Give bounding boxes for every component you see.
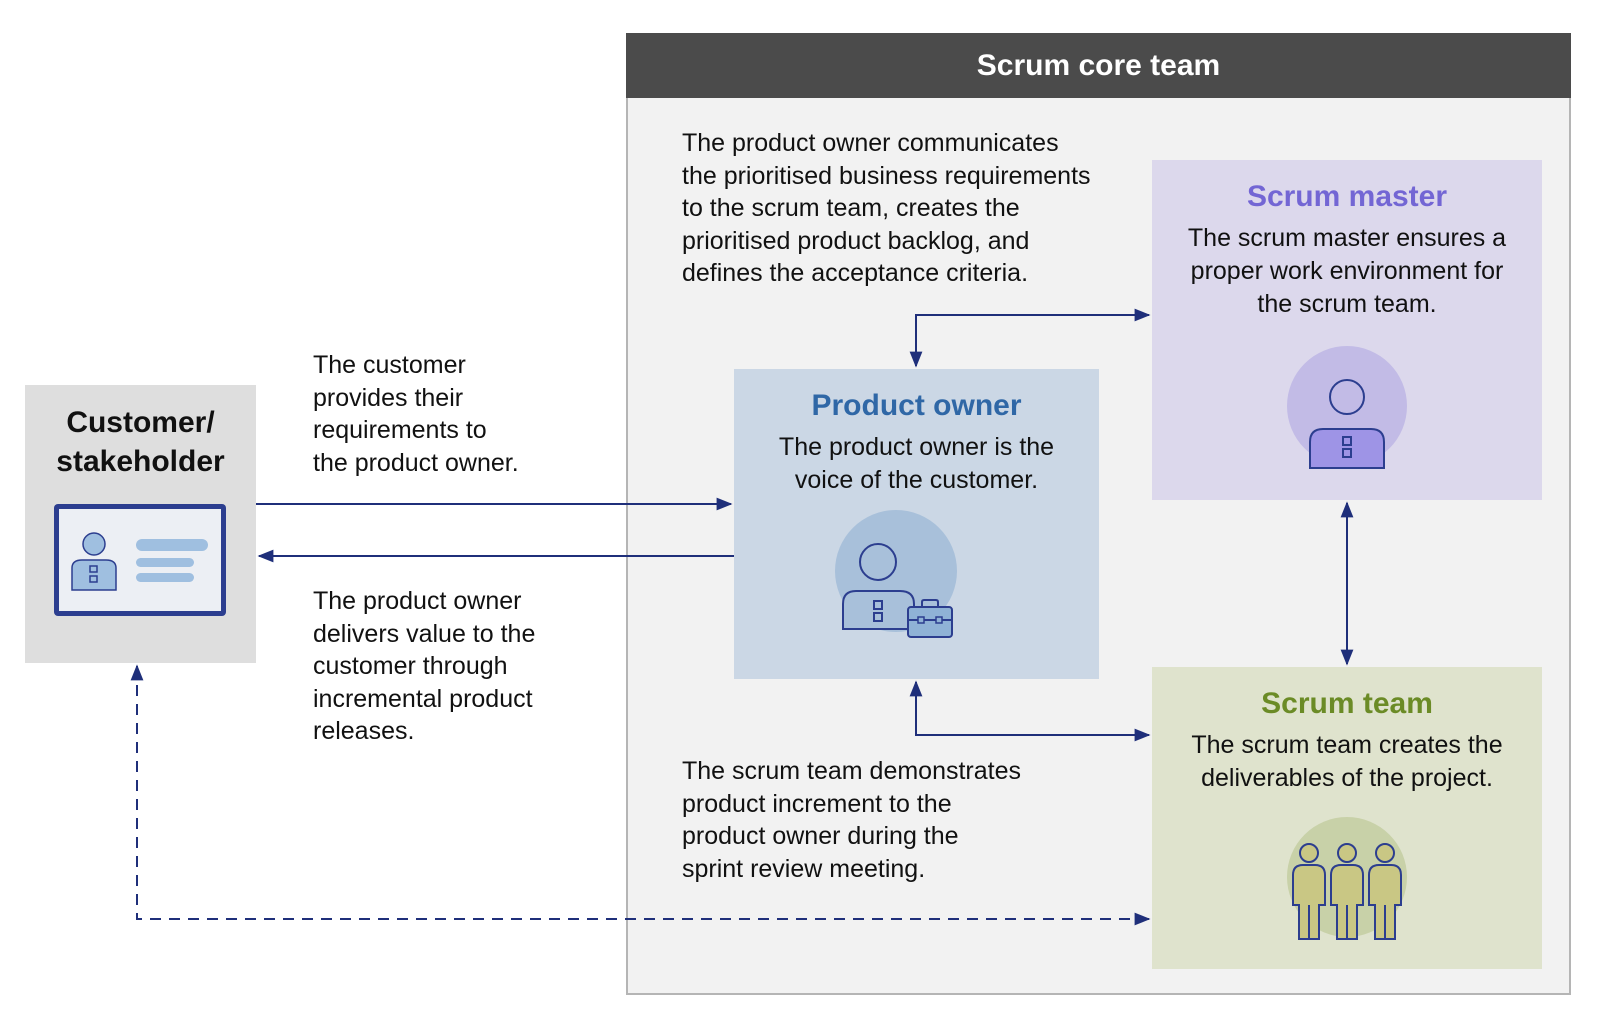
- customer-card-icon: [52, 502, 228, 618]
- scrum-master-card: Scrum master The scrum master ensures a …: [1152, 160, 1542, 500]
- scrum-team-card: Scrum team The scrum team creates the de…: [1152, 667, 1542, 969]
- customer-stakeholder-title: Customer/ stakeholder: [56, 406, 225, 478]
- arrow-scrum-team-to-customer-dashed: [130, 664, 1151, 926]
- product-owner-description: The product owner is the voice of the cu…: [778, 433, 1055, 494]
- arrow-product-owner-scrum-team: [909, 680, 1151, 742]
- annotation-customer-provides: The customer provides their requirements…: [313, 351, 519, 477]
- arrow-product-owner-scrum-master: [909, 308, 1151, 368]
- scrum-team-description: The scrum team creates the deliverables …: [1191, 731, 1503, 792]
- scrum-core-team-title: Scrum core team: [976, 48, 1221, 82]
- product-owner-title: Product owner: [811, 389, 1022, 422]
- scrum-master-title: Scrum master: [1246, 180, 1448, 213]
- product-owner-card: Product owner The product owner is the v…: [734, 369, 1099, 679]
- scrum-master-description: The scrum master ensures a proper work e…: [1187, 224, 1507, 318]
- scrum-master-icon: [1285, 346, 1409, 470]
- scrum-team-icon: [1285, 815, 1409, 945]
- annotation-po-communicates: The product owner communicates the prior…: [682, 129, 1091, 287]
- product-owner-icon: [834, 509, 974, 649]
- scrum-team-title: Scrum team: [1261, 687, 1433, 720]
- scrum-core-team-header: Scrum core team: [626, 33, 1571, 98]
